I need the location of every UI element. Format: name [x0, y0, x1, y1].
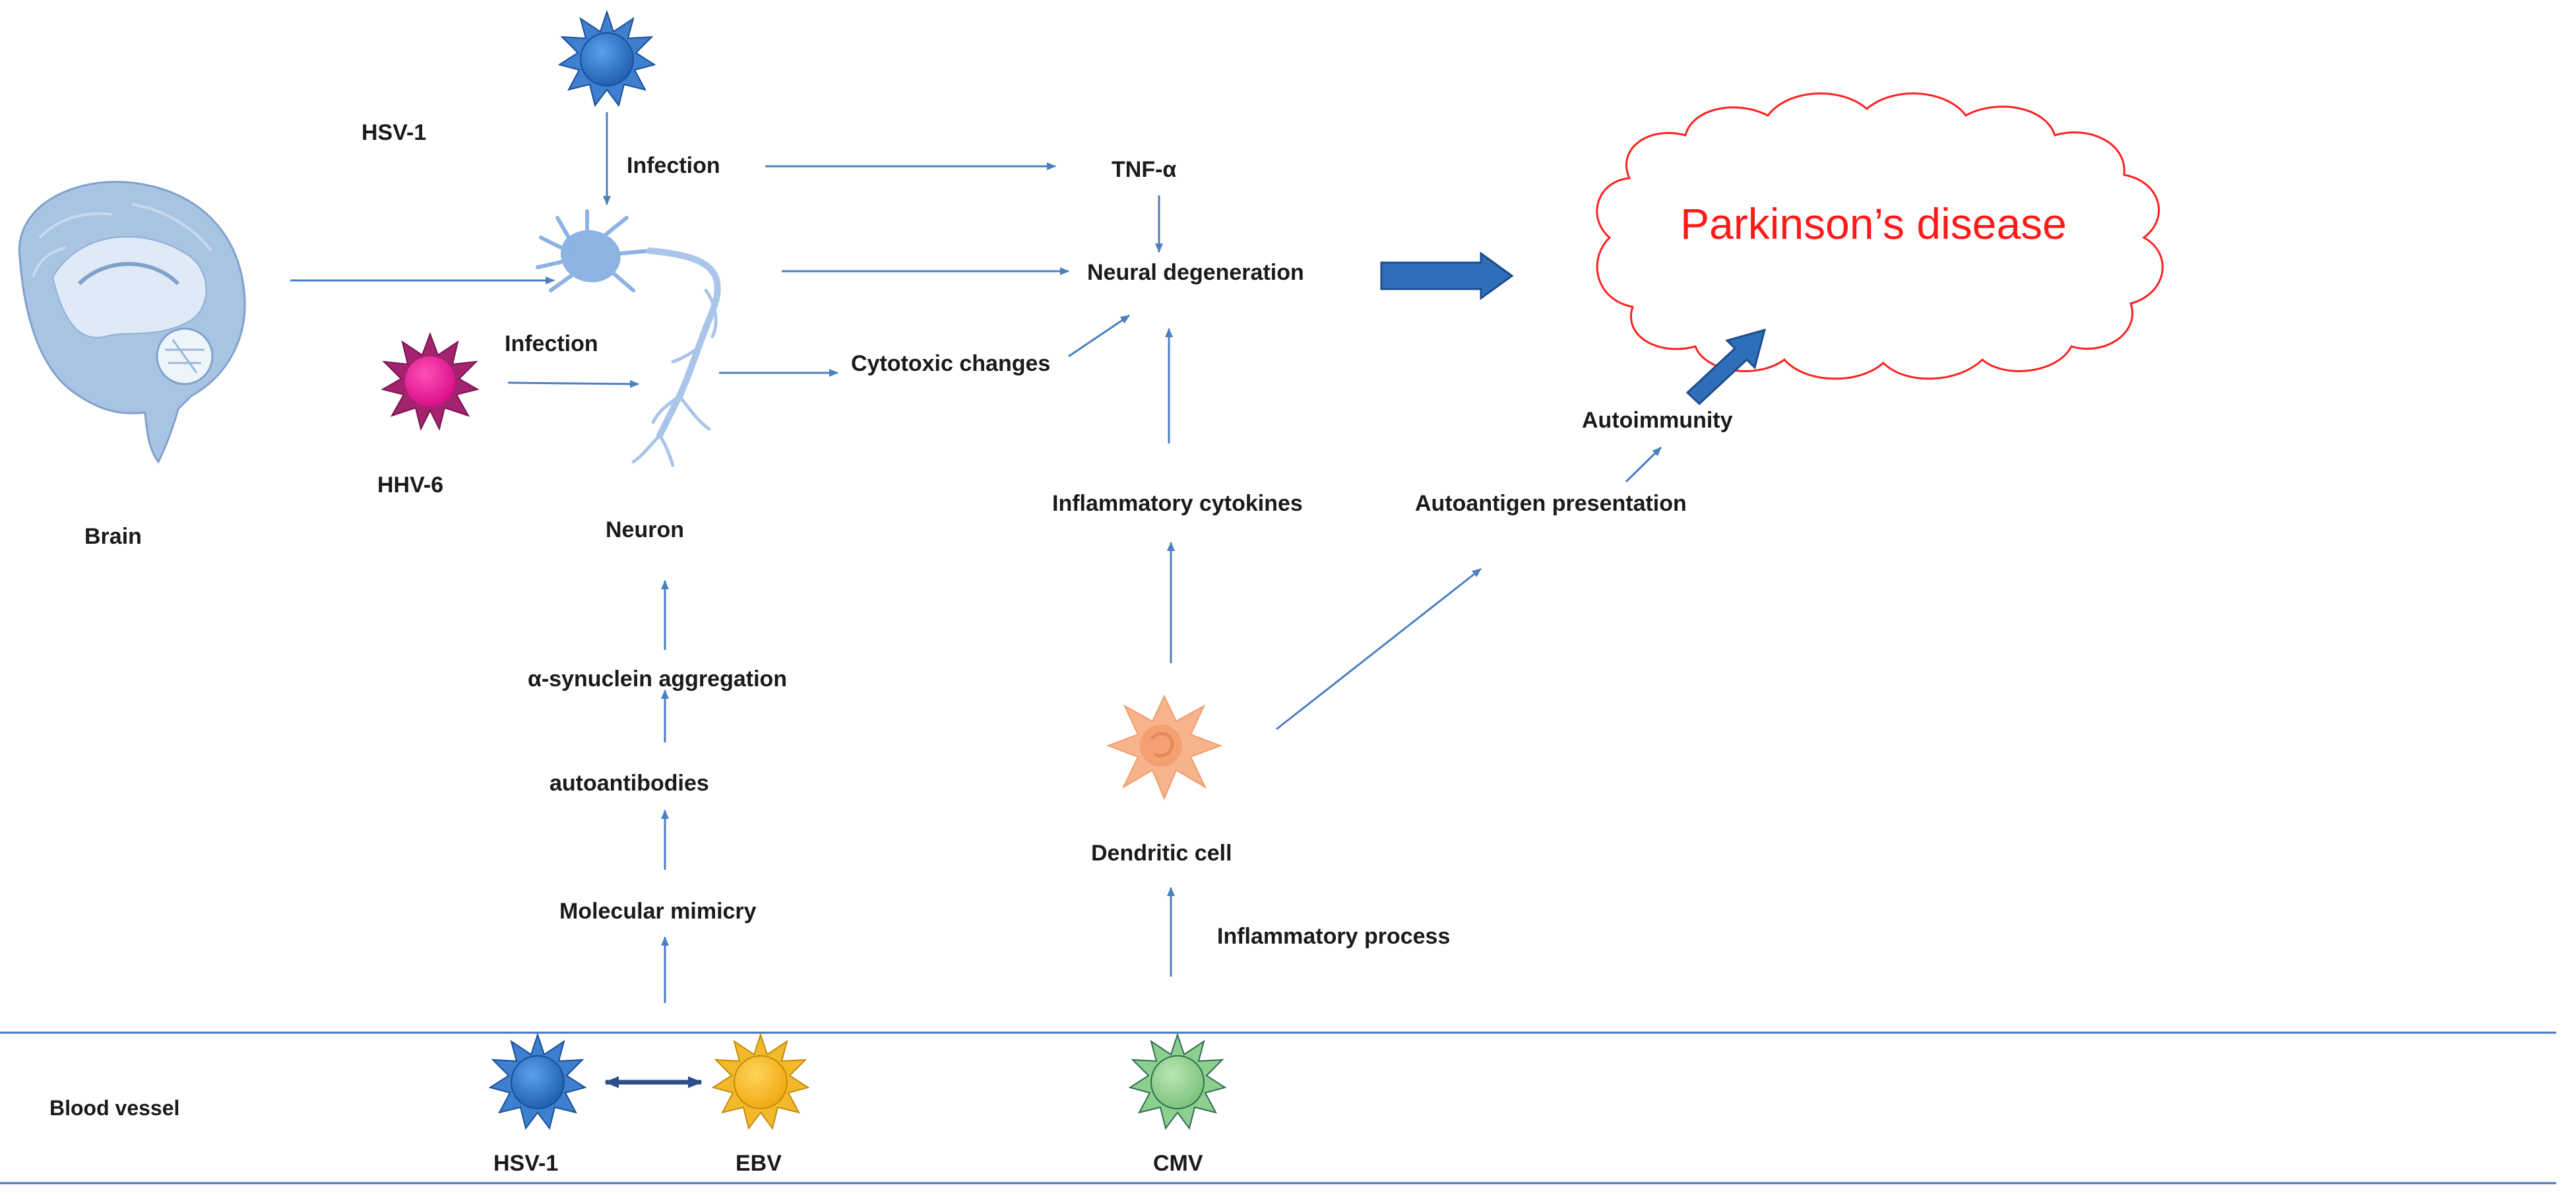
arrow-cytotoxic-to-degeneration [1068, 314, 1130, 358]
hhv6-virus-icon [381, 332, 480, 431]
ebv-label: EBV [736, 1151, 782, 1176]
block-arrow-autoimmunity-to-parkinsons [1685, 328, 1767, 406]
neural-degeneration-label: Neural degeneration [1087, 260, 1304, 285]
brain-icon [18, 181, 246, 464]
inflammatory-cytokines-label: Inflammatory cytokines [1052, 491, 1303, 516]
infection-mid-label: Infection [505, 331, 598, 356]
hsv1-bottom-label: HSV-1 [493, 1151, 558, 1176]
dendritic-cell-icon [1106, 694, 1222, 800]
parkinsons-disease-label: Parkinson’s disease [1680, 199, 2067, 248]
inflammatory-process-label: Inflammatory process [1217, 924, 1450, 949]
hsv1-bottom-virus-icon [488, 1032, 587, 1130]
parkinsons-cloud: Parkinson’s disease [1596, 92, 2164, 380]
dendritic-cell-label: Dendritic cell [1091, 841, 1232, 866]
autoimmunity-label: Autoimmunity [1582, 408, 1733, 433]
molecular-mimicry-label: Molecular mimicry [559, 899, 757, 924]
autoantibodies-label: autoantibodies [550, 771, 709, 796]
brain-label: Brain [84, 524, 142, 549]
block-arrow-to-parkinsons [1380, 251, 1514, 300]
alpha-synuclein-label: α-synuclein aggregation [528, 666, 787, 692]
neuron-label: Neuron [606, 517, 684, 542]
cmv-virus-icon [1128, 1032, 1227, 1130]
cytotoxic-changes-label: Cytotoxic changes [851, 351, 1050, 376]
cmv-label: CMV [1153, 1151, 1203, 1176]
ebv-virus-icon [711, 1032, 810, 1130]
arrow-dendritic-to-autoantigen [1276, 567, 1482, 730]
hsv1-top-label: HSV-1 [361, 120, 426, 145]
hsv1-top-virus-icon [557, 9, 656, 108]
autoantigen-presentation-label: Autoantigen presentation [1415, 491, 1687, 516]
blood-vessel-label: Blood vessel [49, 1096, 179, 1120]
hhv6-label: HHV-6 [377, 472, 443, 498]
tnf-alpha-label: TNF-α [1112, 157, 1176, 182]
neuron-icon [536, 209, 721, 467]
arrows [290, 112, 1662, 1088]
arrow-autoantigen-to-autoimmunity [1625, 446, 1662, 483]
arrow-hhv6-to-neuron [507, 379, 639, 388]
infection-top-label: Infection [627, 153, 720, 178]
